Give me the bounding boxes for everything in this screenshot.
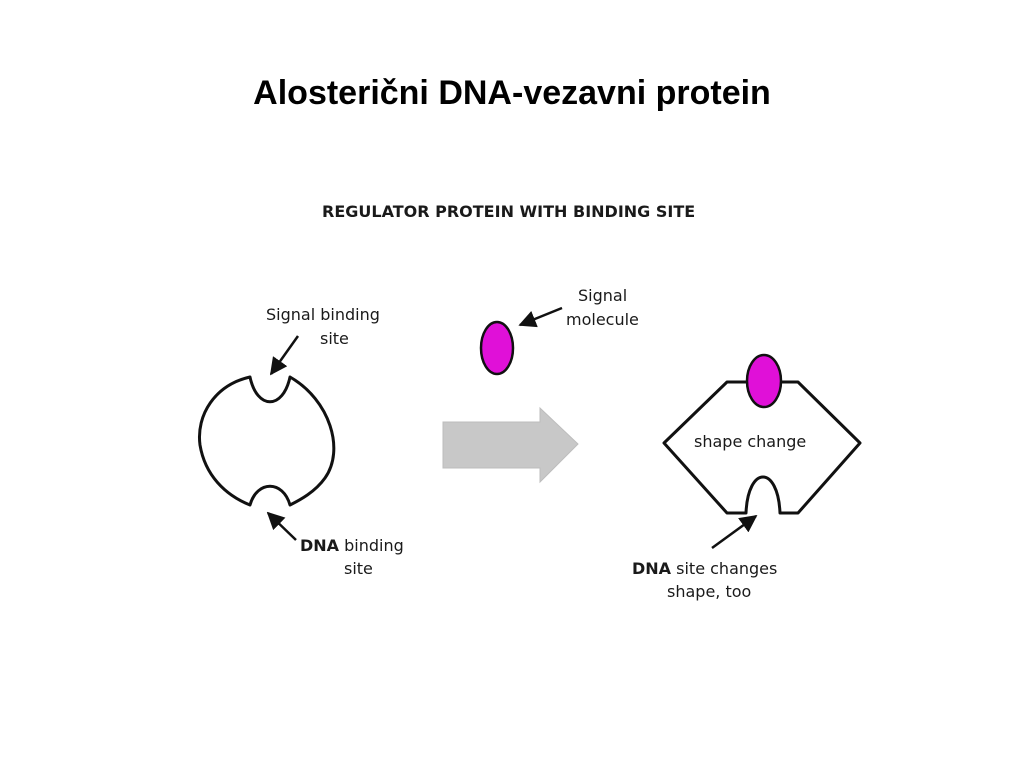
dna-binding-site-label: DNA binding bbox=[300, 536, 404, 555]
dna-binding-site-arrow bbox=[266, 511, 297, 541]
changed-protein-shape bbox=[662, 380, 862, 515]
signal-molecule-arrow bbox=[518, 306, 563, 328]
bound-signal-molecule bbox=[745, 353, 783, 409]
signal-molecule-label-line2: molecule bbox=[566, 310, 639, 329]
shape-change-label: shape change bbox=[694, 432, 806, 451]
signal-binding-site-label: Signal binding bbox=[266, 305, 380, 324]
signal-binding-site-label-line2: site bbox=[320, 329, 349, 348]
dna-binding-site-label-line2: site bbox=[344, 559, 373, 578]
transition-arrow bbox=[442, 406, 579, 484]
signal-molecule-label: Signal bbox=[578, 286, 627, 305]
signal-binding-site-arrow bbox=[269, 335, 300, 376]
dna-site-changes-arrow bbox=[711, 514, 758, 550]
dna-site-changes-label-line2: shape, too bbox=[667, 582, 751, 601]
dna-site-changes-label: DNA site changes bbox=[632, 559, 777, 578]
diagram-heading: REGULATOR PROTEIN WITH BINDING SITE bbox=[322, 202, 695, 221]
regulator-protein-shape bbox=[197, 375, 336, 507]
slide-title: Alosterični DNA-vezavni protein bbox=[253, 74, 771, 112]
signal-molecule bbox=[479, 320, 515, 376]
